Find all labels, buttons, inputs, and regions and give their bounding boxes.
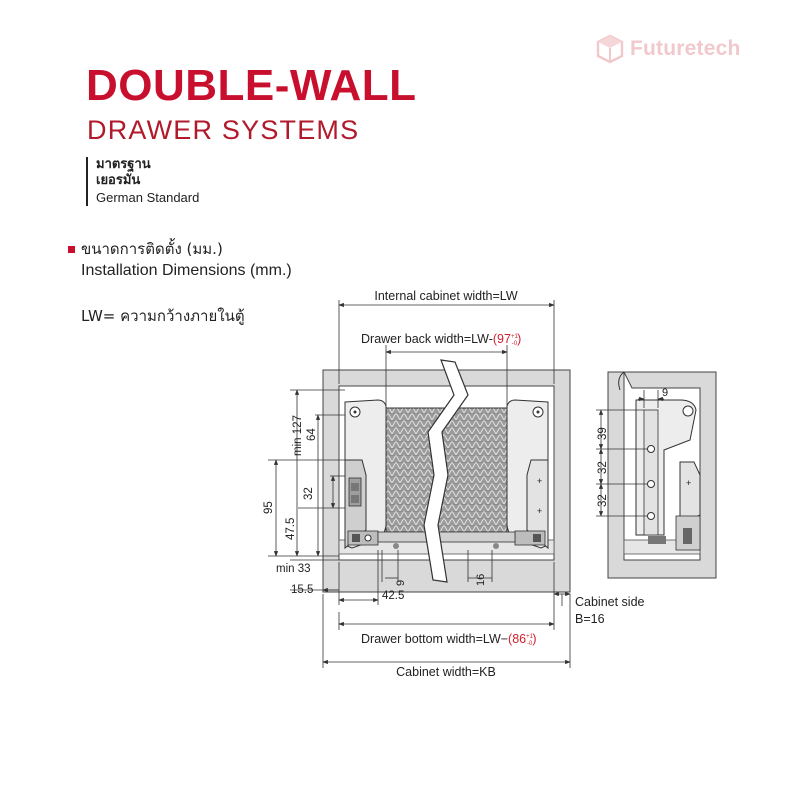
dim-39: 39 xyxy=(597,427,609,440)
cabinet-width-label: Cabinet width=KB xyxy=(396,665,496,679)
top-dimensions xyxy=(338,300,555,406)
dim-64: 64 xyxy=(306,428,318,441)
bottom-width-value: 86 xyxy=(512,632,526,646)
bottom-width-tol-plus: +1 xyxy=(526,634,534,640)
dim-95: 95 xyxy=(263,501,275,514)
page-subtitle: DRAWER SYSTEMS xyxy=(87,115,360,145)
dim-9-right: 9 xyxy=(662,387,668,399)
dim-15-5: 15.5 xyxy=(291,584,313,596)
installation-thai: ขนาดการติดตั้ง (มม.) xyxy=(81,240,223,258)
svg-text:+: + xyxy=(686,478,691,488)
installation-heading: ขนาดการติดตั้ง (มม.) Installation Dimens… xyxy=(68,238,292,283)
back-width-value: 97 xyxy=(497,332,511,346)
dim-32-side-upper: 32 xyxy=(597,461,609,474)
svg-text:+: + xyxy=(537,506,542,516)
dim-32-left: 32 xyxy=(303,487,315,500)
bottom-dimensions xyxy=(290,550,571,668)
dim-42-5: 42.5 xyxy=(382,590,404,602)
back-width-paren-close: ) xyxy=(517,332,521,346)
side-dimensions xyxy=(596,390,664,517)
back-width-tol-minus: -0 xyxy=(512,341,518,347)
side-view: + xyxy=(607,371,717,579)
back-width-label: Drawer back width=LW-(97+1-0) xyxy=(361,332,521,347)
dim-32-side-lower: 32 xyxy=(597,494,609,507)
standard-thai: มาตรฐาน เยอรมัน xyxy=(96,157,151,189)
dim-47-5: 47.5 xyxy=(285,518,297,540)
cabinet-side-label: Cabinet side xyxy=(575,595,645,609)
bottom-width-text: Drawer bottom width=LW− xyxy=(361,632,508,646)
dim-min-127: min 127 xyxy=(292,415,304,456)
bottom-width-label: Drawer bottom width=LW−(86+1-0) xyxy=(361,632,536,647)
lw-definition: LW= ความกว้างภายในตู้ xyxy=(81,307,245,325)
dim-min-33: min 33 xyxy=(276,563,311,575)
bottom-width-paren-open: ( xyxy=(508,632,513,646)
cabinet-side-value: B=16 xyxy=(575,612,605,626)
left-dimensions xyxy=(268,389,345,561)
cube-icon xyxy=(596,34,624,64)
standard-block: มาตรฐาน เยอรมัน German Standard xyxy=(86,157,199,206)
bottom-width-tol-minus: -0 xyxy=(527,641,533,647)
installation-english: Installation Dimensions (mm.) xyxy=(81,262,292,280)
dim-16: 16 xyxy=(475,574,487,586)
standard-english: German Standard xyxy=(96,189,200,205)
brand-logo: Futuretech xyxy=(596,34,741,64)
back-width-text: Drawer back width=LW- xyxy=(361,332,493,346)
back-width-paren-open: ( xyxy=(493,332,498,346)
back-width-tol-plus: +1 xyxy=(511,334,519,340)
dim-9-left: 9 xyxy=(395,580,407,586)
brand-name: Futuretech xyxy=(630,37,741,60)
page-title: DOUBLE-WALL xyxy=(86,61,417,110)
break-line xyxy=(423,359,469,583)
bullet-square xyxy=(68,246,75,253)
svg-text:+: + xyxy=(537,476,542,486)
bottom-width-paren-close: ) xyxy=(532,632,536,646)
right-drawer-side: + + xyxy=(506,399,549,550)
internal-width-label: Internal cabinet width=LW xyxy=(374,289,517,303)
left-drawer-side xyxy=(344,399,387,550)
